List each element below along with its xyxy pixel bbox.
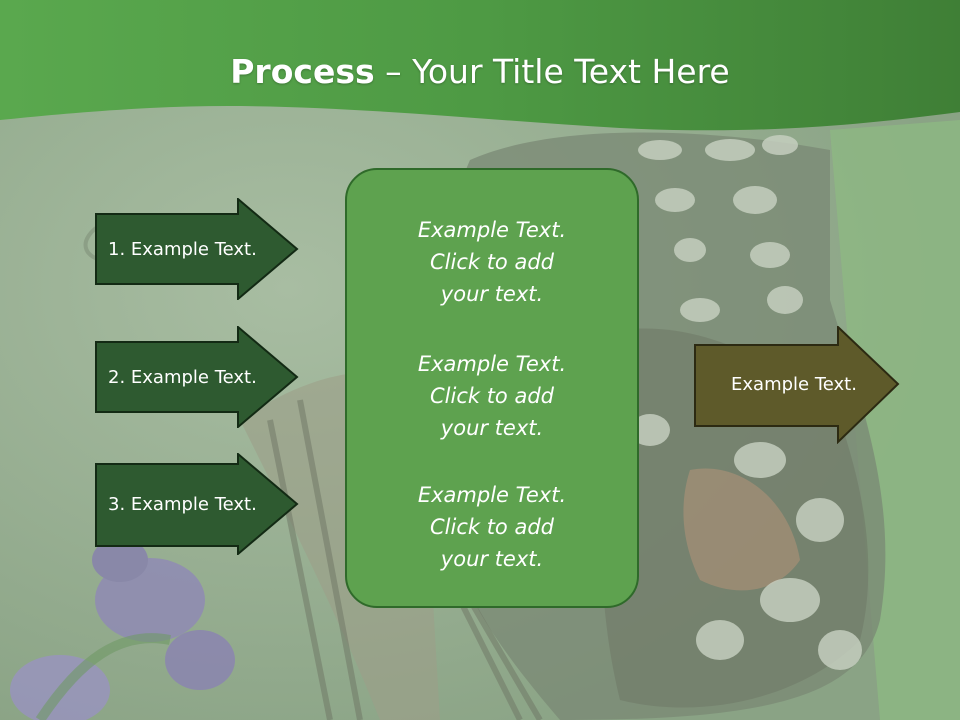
paragraph-2-line-1: Example Text. (417, 352, 567, 376)
slide-title: Process – Your Title Text Here (0, 52, 960, 91)
paragraph-3-line-2: Click to add (429, 515, 554, 539)
left-arrow-2[interactable]: 2. Example Text. (95, 326, 299, 428)
center-paragraph-2: Example Text. Click to add your text. (347, 348, 637, 444)
paragraph-2-line-2: Click to add (429, 384, 554, 408)
paragraph-1-line-2: Click to add (429, 250, 554, 274)
left-arrow-3-label: 3. Example Text. (108, 493, 257, 515)
paragraph-1-line-1: Example Text. (417, 218, 567, 242)
center-paragraph-1: Example Text. Click to add your text. (347, 214, 637, 310)
paragraph-3-line-3: your text. (440, 547, 544, 571)
left-arrow-1[interactable]: 1. Example Text. (95, 198, 299, 300)
paragraph-3-line-1: Example Text. (417, 483, 567, 507)
right-arrow-label: Example Text. (731, 373, 857, 395)
left-arrow-1-label: 1. Example Text. (108, 238, 257, 260)
left-arrow-3[interactable]: 3. Example Text. (95, 453, 299, 555)
paragraph-1-line-3: your text. (440, 282, 544, 306)
title-rest: – Your Title Text Here (374, 52, 730, 91)
left-arrow-2-label: 2. Example Text. (108, 366, 257, 388)
paragraph-2-line-3: your text. (440, 416, 544, 440)
header-band (0, 0, 960, 131)
title-bold: Process (230, 52, 375, 91)
center-text-box[interactable]: Example Text. Click to add your text. Ex… (345, 168, 639, 608)
center-paragraph-3: Example Text. Click to add your text. (347, 479, 637, 575)
right-arrow[interactable]: Example Text. (694, 326, 900, 444)
